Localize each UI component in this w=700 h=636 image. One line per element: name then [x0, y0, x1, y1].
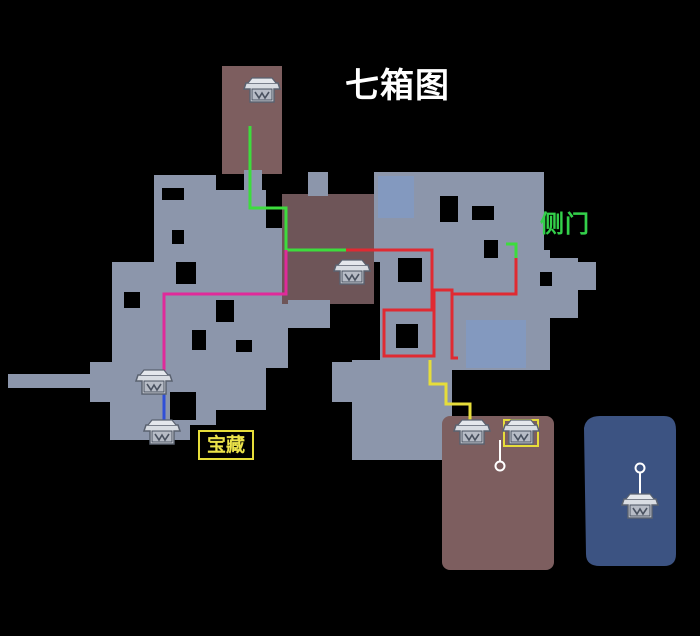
route-yellow [428, 360, 472, 432]
chest-icon[interactable] [621, 493, 659, 519]
chest-icon[interactable] [135, 369, 173, 395]
route-green-side-door [506, 242, 518, 258]
chest-icon[interactable] [243, 77, 281, 103]
blue-room [584, 416, 676, 566]
ring-icon [494, 460, 506, 472]
side-door-label: 侧门 [540, 210, 590, 238]
treasure-label: 宝藏 [198, 430, 254, 460]
map-title: 七箱图 [345, 66, 450, 106]
route-pink [162, 250, 288, 380]
route-red [346, 248, 458, 360]
left-floor-area [8, 175, 288, 440]
bottom-brown-room [442, 416, 554, 570]
chest-icon[interactable] [453, 419, 491, 445]
chest-icon[interactable] [333, 259, 371, 285]
chest-icon[interactable] [143, 419, 181, 445]
route-red-2 [452, 258, 518, 296]
chest-icon-highlighted[interactable] [502, 419, 540, 447]
route-green [248, 126, 346, 252]
ring-icon [634, 462, 646, 474]
